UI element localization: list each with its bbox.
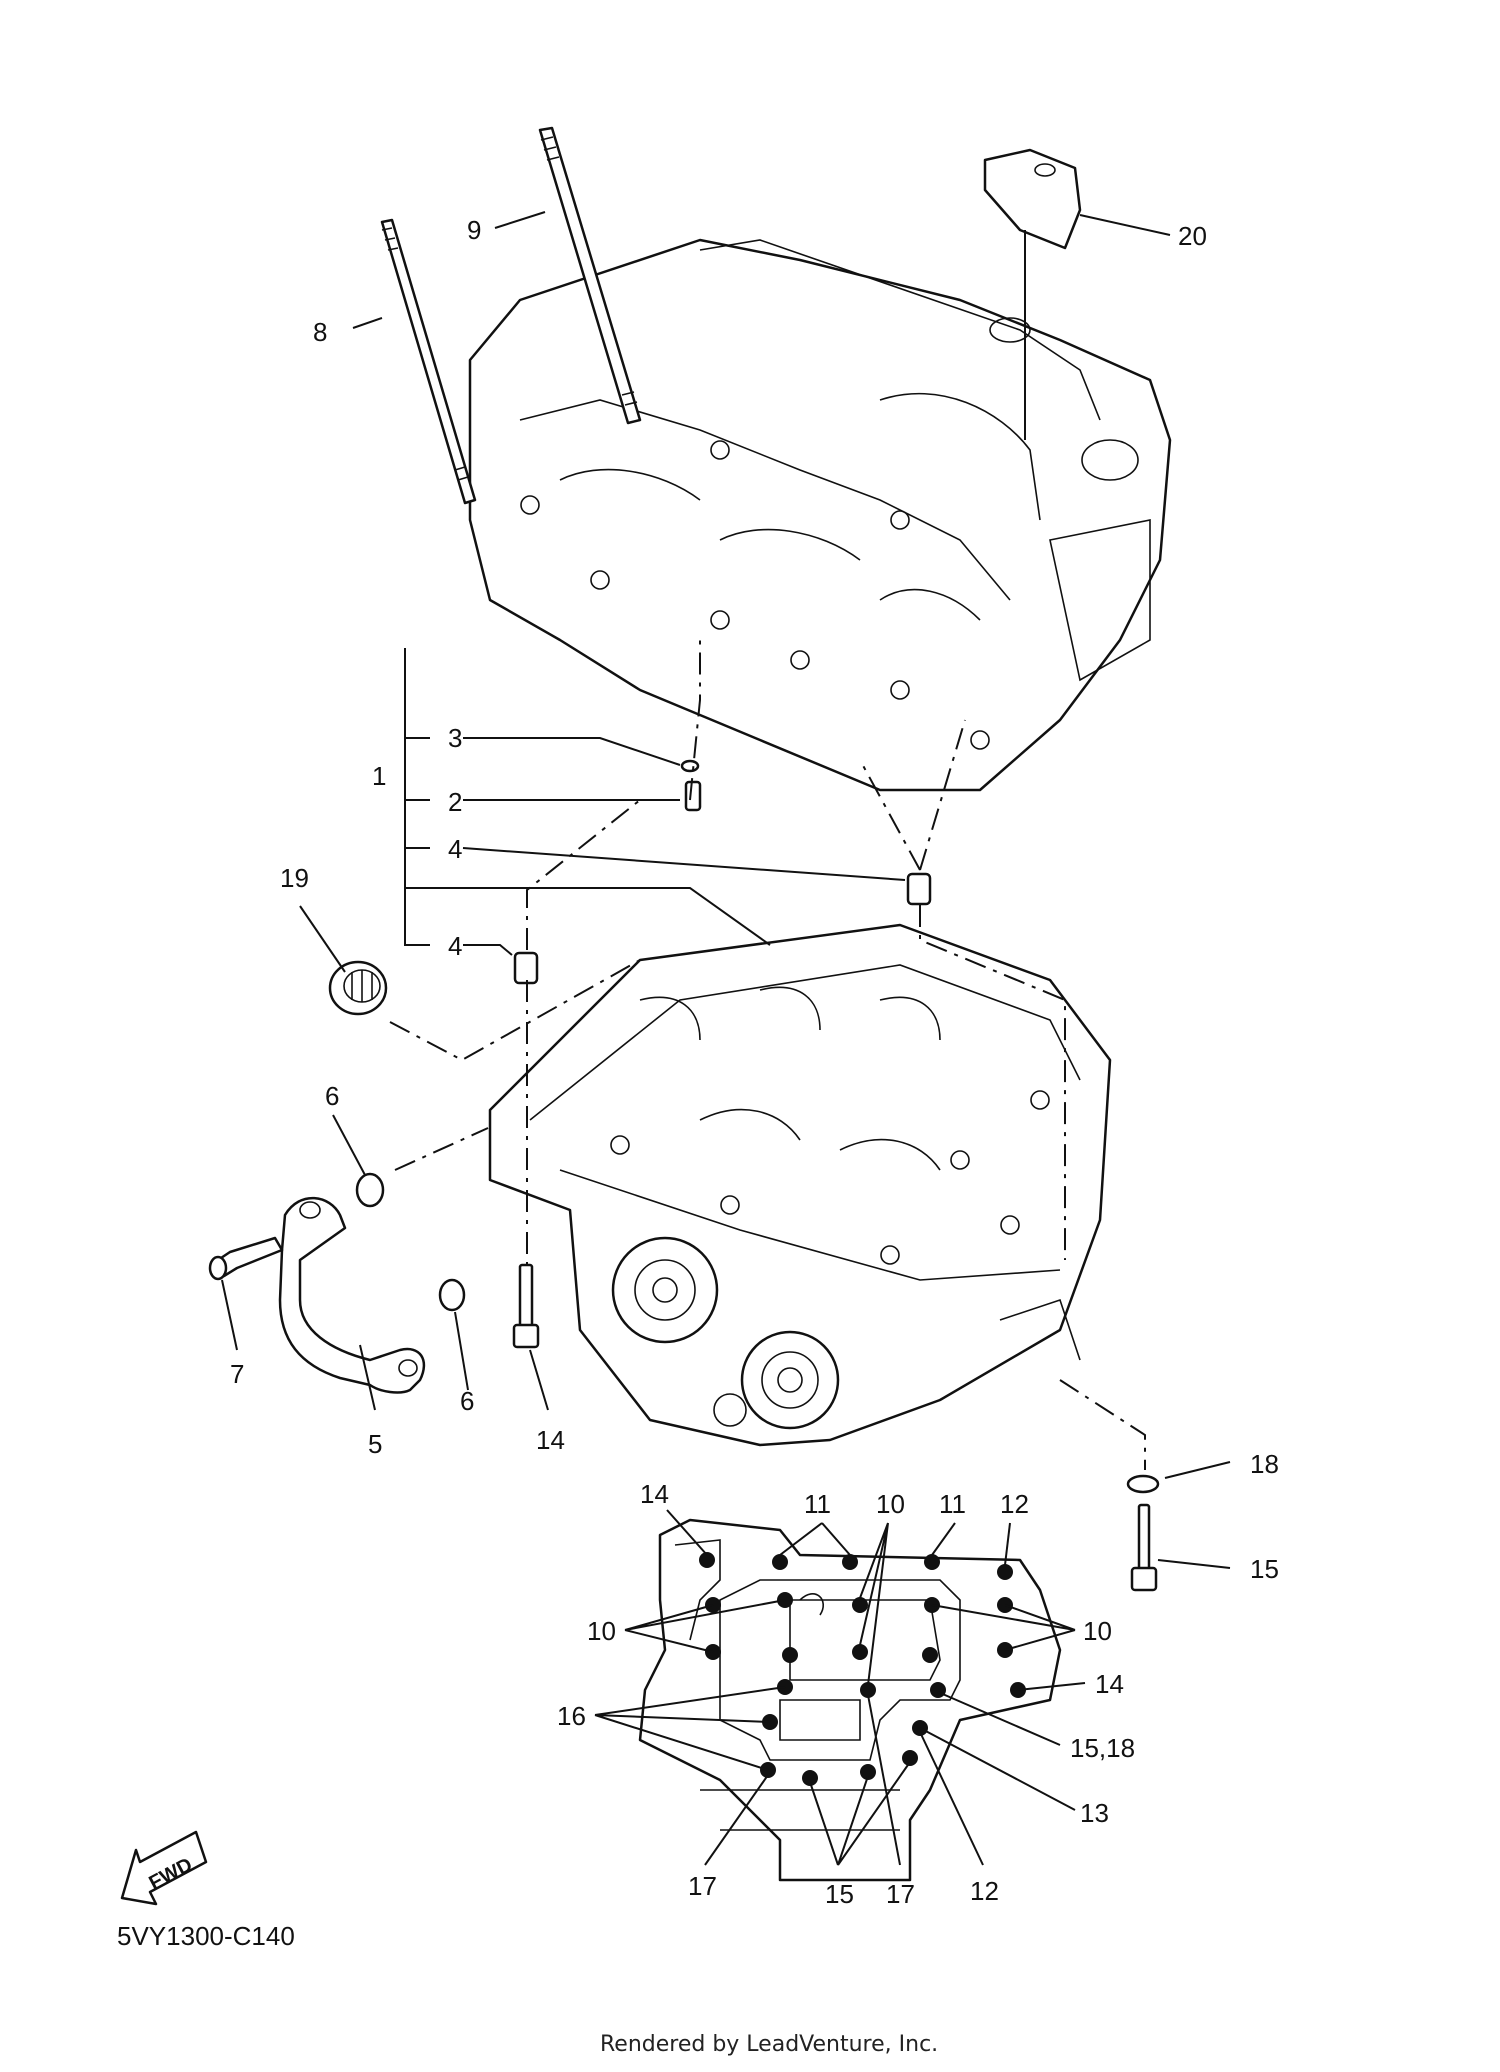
- callout-15-bottom: 15: [825, 1879, 854, 1909]
- callout-6-lower: 6: [460, 1386, 474, 1416]
- callout-20: 20: [1178, 221, 1207, 251]
- bolt-14: [512, 1263, 540, 1349]
- upper-crankcase: [468, 238, 1172, 792]
- washer-18: [1126, 1474, 1160, 1494]
- callout-14-bolt: 14: [536, 1425, 565, 1455]
- callout-15-bolt: 15: [1250, 1554, 1279, 1584]
- callout-6-upper: 6: [325, 1081, 339, 1111]
- callout-17-left: 17: [688, 1871, 717, 1901]
- oil-delivery-pipe-5: [278, 1196, 426, 1394]
- callout-19: 19: [280, 863, 309, 893]
- callout-13: 13: [1080, 1798, 1109, 1828]
- callout-18: 18: [1250, 1449, 1279, 1479]
- bolt-7: [208, 1236, 284, 1281]
- oring-6-lower: [438, 1278, 466, 1312]
- callout-4-lower: 4: [448, 931, 462, 961]
- callout-16: 16: [557, 1701, 586, 1731]
- callout-10-top: 10: [876, 1489, 905, 1519]
- alignment-lines: [389, 640, 1146, 1470]
- dowel-pin-4-upper: [906, 872, 932, 906]
- part-20-cover: [983, 148, 1082, 250]
- bottom-view-bolt-holes: [699, 1552, 1026, 1786]
- callout-4-upper: 4: [448, 834, 462, 864]
- callout-3: 3: [448, 723, 462, 753]
- callout-11-right: 11: [939, 1489, 966, 1519]
- pin-2: [684, 780, 702, 812]
- callout-2: 2: [448, 787, 462, 817]
- callout-12-bottom: 12: [970, 1876, 999, 1906]
- callout-1: 1: [372, 761, 386, 791]
- callout-17-right: 17: [886, 1879, 915, 1909]
- dowel-pin-4-lower: [513, 951, 539, 985]
- callout-9: 9: [467, 215, 481, 245]
- callout-7: 7: [230, 1359, 244, 1389]
- stud-bolt-9: [538, 126, 642, 425]
- callout-8: 8: [313, 317, 327, 347]
- leader-lines: [221, 211, 1231, 1866]
- forward-direction-arrow: FWD: [120, 1830, 208, 1906]
- bolt-15: [1130, 1503, 1158, 1592]
- oring-3: [680, 759, 700, 773]
- callout-labels: 1 2 3 4 4 5 6 6 7 8 9 20 19 14 18 15 14 …: [230, 215, 1279, 1909]
- callout-14-right: 14: [1095, 1669, 1124, 1699]
- callout-12-top: 12: [1000, 1489, 1029, 1519]
- callout-11-left: 11: [804, 1489, 831, 1519]
- render-credit: Rendered by LeadVenture, Inc.: [600, 2032, 939, 2057]
- oring-6-upper: [355, 1172, 385, 1208]
- lower-crankcase: [488, 923, 1112, 1447]
- callout-14-bottom: 14: [640, 1479, 669, 1509]
- plug-19: [328, 960, 388, 1016]
- callout-10-right: 10: [1083, 1616, 1112, 1646]
- stud-bolt-8: [380, 218, 477, 505]
- callout-5: 5: [368, 1429, 382, 1459]
- callout-10-left: 10: [587, 1616, 616, 1646]
- diagram-code: 5VY1300-C140: [117, 1921, 295, 1951]
- callout-15-18: 15,18: [1070, 1733, 1135, 1763]
